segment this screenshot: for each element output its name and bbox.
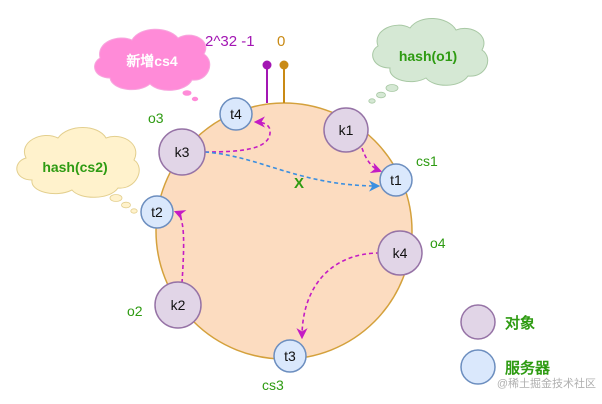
arrow-k2-to-t2 [173, 210, 187, 284]
new-cs4-label: 新增cs4 [126, 53, 178, 69]
hash-o1-cloud: hash(o1) [368, 18, 489, 104]
legend-object-swatch [460, 304, 496, 340]
server-node-label: t4 [230, 106, 242, 122]
zero-hash-label: 0 [277, 33, 285, 50]
label-o3: o3 [148, 110, 164, 126]
hash-cs2-label: hash(cs2) [42, 159, 107, 175]
server-node-label: t1 [390, 172, 402, 188]
server-node-label: t3 [284, 348, 296, 364]
server-node-t3: t3 [273, 339, 307, 373]
server-node-t4: t4 [219, 97, 253, 131]
object-node-k2: k2 [154, 281, 202, 329]
arrow-k4-to-t3 [296, 252, 381, 340]
arrow-k3-to-t1-old [204, 151, 381, 192]
object-node-k1: k1 [323, 107, 369, 153]
object-node-label: k1 [339, 122, 354, 138]
arrow-k1-to-t1 [361, 147, 383, 174]
object-node-k3: k3 [158, 128, 206, 176]
max-hash-label: 2^32 -1 [205, 33, 255, 50]
new-cs4-cloud: 新增cs4 [94, 28, 211, 102]
watermark: @稀土掘金技术社区 [497, 376, 596, 390]
legend-server-label: 服务器 [505, 359, 551, 377]
cross-mark: X [294, 175, 304, 192]
legend: 对象 服务器 [460, 304, 551, 385]
legend-server-swatch [460, 349, 496, 385]
object-node-label: k4 [393, 245, 408, 261]
object-node-k4: k4 [377, 230, 423, 276]
hash-o1-label: hash(o1) [399, 48, 457, 64]
server-node-t1: t1 [379, 163, 413, 197]
label-cs1: cs1 [416, 153, 438, 169]
mapping-arrows [173, 116, 383, 340]
arrow-k3-to-t4 [204, 116, 271, 153]
server-node-t2: t2 [140, 195, 174, 229]
ring-top-markers: 2^32 -1 0 [205, 33, 289, 103]
label-o2: o2 [127, 303, 143, 319]
object-node-label: k2 [171, 297, 186, 313]
hash-cs2-cloud: hash(cs2) [16, 127, 140, 214]
legend-object-label: 对象 [505, 314, 535, 332]
label-o4: o4 [430, 235, 446, 251]
label-cs3: cs3 [262, 377, 284, 393]
object-node-label: k3 [175, 144, 190, 160]
server-node-label: t2 [151, 204, 163, 220]
